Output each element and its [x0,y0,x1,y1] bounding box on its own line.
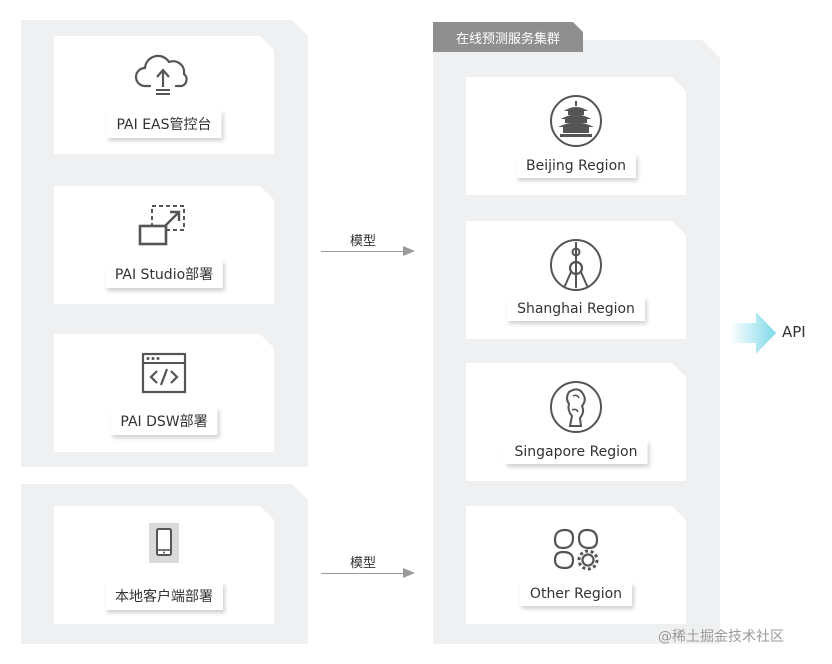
region-label: Shanghai Region [507,297,645,321]
model-arrow-top-head [403,246,415,256]
model-arrow-label-top: 模型 [350,234,377,249]
region-label: Singapore Region [504,440,647,464]
region-label: Other Region [520,582,632,606]
card-pai-studio: PAI Studio部署 [54,186,274,304]
api-arrow-icon [730,310,778,360]
card-pai-dsw: PAI DSW部署 [54,334,274,452]
region-card-shanghai: Shanghai Region [466,221,686,339]
code-window-icon [141,352,187,398]
petals-gear-icon [551,526,601,576]
api-label: API [782,323,806,341]
card-label: PAI Studio部署 [105,260,223,288]
card-local-client: 本地客户端部署 [54,506,274,624]
temple-icon [549,94,603,152]
cluster-title: 在线预测服务集群 [433,22,583,52]
model-arrow-top [321,251,405,252]
region-card-beijing: Beijing Region [466,77,686,195]
model-arrow-bottom-head [403,568,415,578]
region-card-other: Other Region [466,506,686,624]
card-label: PAI EAS管控台 [106,110,221,138]
model-arrow-label-bottom: 模型 [350,556,377,571]
mobile-phone-icon [147,521,181,569]
card-pai-eas-console: PAI EAS管控台 [54,36,274,154]
card-label: PAI DSW部署 [110,407,217,435]
model-arrow-bottom [321,573,405,574]
tv-tower-icon [549,238,603,296]
region-label: Beijing Region [516,154,636,178]
card-label: 本地客户端部署 [105,582,223,610]
region-card-singapore: Singapore Region [466,363,686,481]
merlion-icon [549,380,603,438]
screen-expand-icon [134,202,194,254]
cloud-upload-icon [134,52,194,102]
watermark: @稀土掘金技术社区 [658,629,784,645]
